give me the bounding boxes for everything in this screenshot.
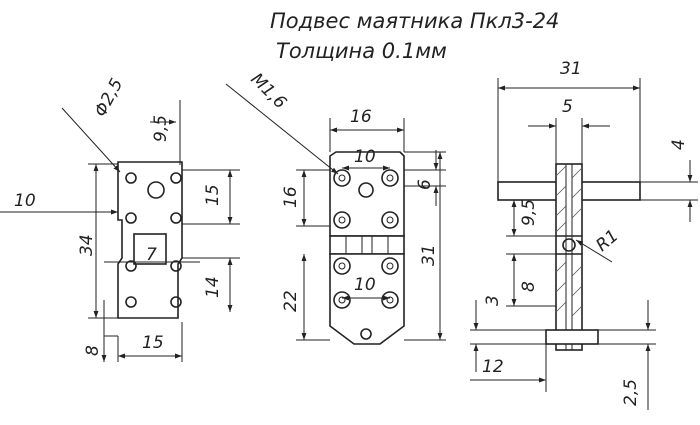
dim-thread-m1-6: M1,6 [246, 69, 290, 113]
dim-9-5: 9,5 [519, 199, 539, 226]
dim-4: 4 [669, 139, 689, 150]
dim-15-bottom: 15 [142, 333, 164, 353]
hole [125, 212, 137, 224]
view-middle: M1,6 16 10 6 16 31 22 10 [225, 69, 446, 345]
dim-14: 14 [203, 276, 223, 298]
dim-10-top: 10 [354, 147, 376, 167]
dim-15-right: 15 [203, 184, 223, 206]
dim-16-top: 16 [350, 107, 372, 127]
view-left: Φ2,5 9,5 10 15 34 7 14 8 15 [0, 75, 240, 362]
hole [125, 172, 137, 184]
hole [170, 260, 182, 272]
dim-34: 34 [77, 234, 97, 256]
dim-3: 3 [483, 295, 503, 306]
dim-22: 22 [281, 290, 301, 312]
hinge-knuckle [329, 235, 405, 255]
dim-10-mid: 10 [354, 275, 376, 295]
dim-31: 31 [419, 244, 439, 266]
pivot-hole [358, 182, 374, 198]
hole-large [147, 181, 165, 199]
hinge-pin [562, 238, 576, 252]
hole [170, 296, 182, 308]
section-hatching [555, 165, 583, 317]
view-right: 31 5 4 9,5 R1 8 3 12 2,5 [470, 59, 698, 410]
dim-6: 6 [415, 179, 435, 190]
hole [125, 296, 137, 308]
dim-9-5: 9,5 [151, 115, 171, 142]
bottom-hole [360, 328, 372, 340]
dim-5: 5 [562, 97, 573, 117]
dim-16-left: 16 [281, 186, 301, 208]
dim-12: 12 [482, 357, 504, 377]
title-block: Подвес маятника Пкл3-24 Толщина 0.1мм [270, 9, 559, 63]
dim-7: 7 [146, 245, 157, 265]
title-line-2: Толщина 0.1мм [276, 39, 447, 63]
dim-8: 8 [83, 345, 103, 356]
hole [170, 212, 182, 224]
dim-hole-diameter: Φ2,5 [91, 75, 128, 120]
window-cutout [133, 233, 167, 265]
title-line-1: Подвес маятника Пкл3-24 [270, 9, 559, 33]
dim-10: 10 [14, 191, 36, 211]
foot-plate [545, 329, 599, 345]
dim-2-5: 2,5 [621, 379, 641, 406]
hole [170, 172, 182, 184]
dim-8: 8 [519, 281, 539, 292]
holes [125, 172, 182, 308]
hole [125, 260, 137, 272]
dim-radius-r1: R1 [592, 226, 622, 256]
dim-31: 31 [560, 59, 582, 79]
hinge-side-body [555, 163, 583, 351]
